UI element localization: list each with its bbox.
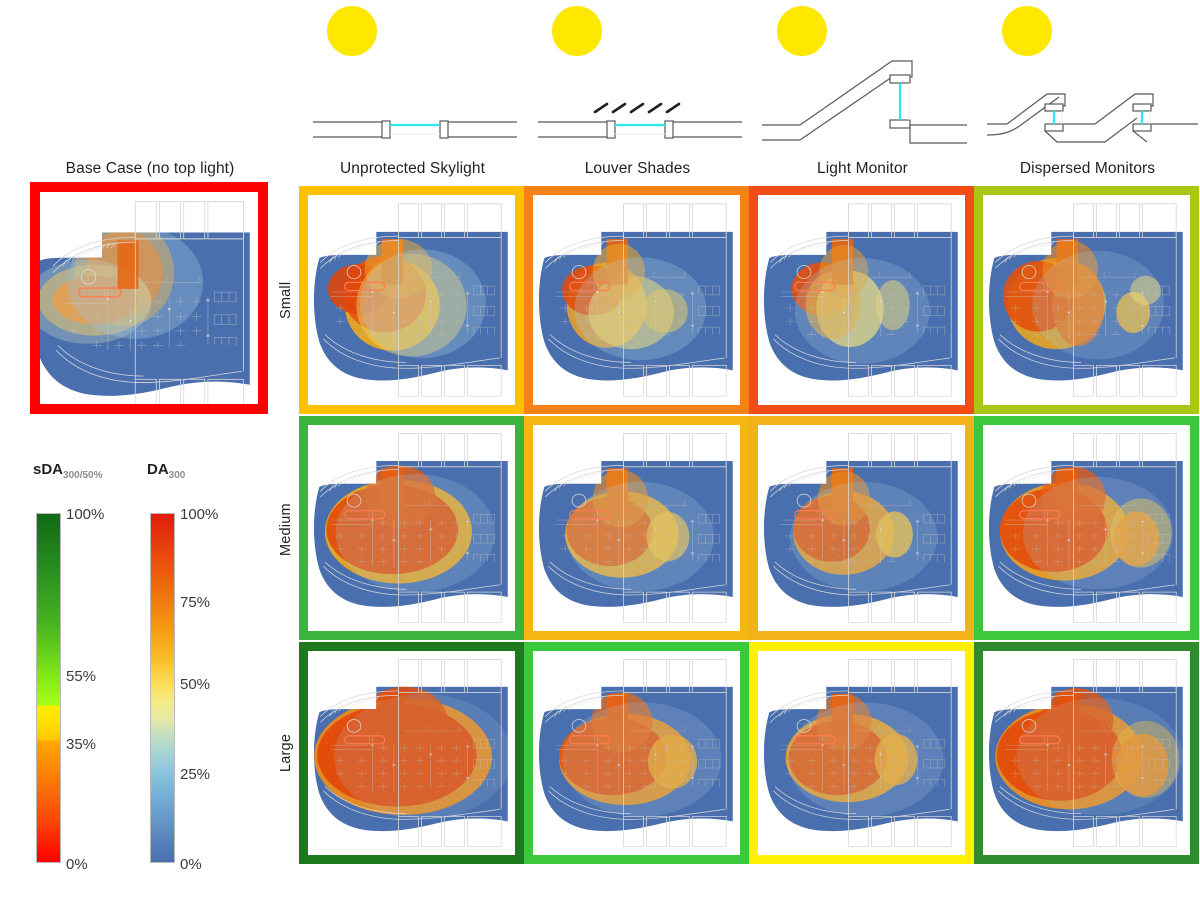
legend-sda-tick-55: 55% — [66, 668, 97, 685]
matrix-cell-small-dispersed-monitors[interactable] — [974, 186, 1199, 414]
legend-title-da: DA300 — [147, 461, 186, 481]
matrix-cell-medium-unprotected-skylight[interactable] — [299, 416, 524, 640]
legend-colorbar-da — [150, 513, 175, 863]
legend-da-name: DA — [147, 461, 169, 478]
floor-plan-heatmap — [983, 651, 1190, 855]
base-case-panel[interactable] — [30, 182, 268, 414]
legend-sda-subscript: 300/50% — [63, 470, 103, 481]
louver-shades-section-icon — [535, 98, 745, 146]
matrix-cell-large-light-monitor[interactable] — [749, 642, 974, 864]
matrix-cell-large-louver-shades[interactable] — [524, 642, 749, 864]
column-header-label: Dispersed Monitors — [1019, 160, 1156, 177]
floor-plan-heatmap — [758, 195, 965, 405]
dispersed-monitors-section-icon — [985, 82, 1200, 148]
matrix-cell-medium-louver-shades[interactable] — [524, 416, 749, 640]
row-header-label: Medium — [278, 503, 294, 557]
sun-icon-col-4 — [1002, 6, 1052, 56]
floor-plan-heatmap-base-case — [40, 192, 258, 404]
row-header-large: Large — [278, 642, 294, 864]
legend-sda-name: sDA — [33, 461, 64, 478]
legend-da-subscript: 300 — [168, 470, 186, 481]
floor-plan-heatmap — [533, 195, 740, 405]
floor-plan-heatmap — [308, 425, 515, 631]
column-header-label: Unprotected Skylight — [339, 160, 486, 177]
legend-da-tick-75: 75% — [180, 594, 211, 611]
floor-plan-heatmap — [758, 651, 965, 855]
sun-icon-col-3 — [777, 6, 827, 56]
row-header-medium: Medium — [278, 418, 294, 642]
row-header-small: Small — [278, 186, 294, 414]
floor-plan-heatmap — [308, 651, 515, 855]
matrix-cell-medium-light-monitor[interactable] — [749, 416, 974, 640]
light-monitor-section-icon — [760, 55, 970, 147]
legend-title-sda: sDA300/50% — [33, 461, 103, 481]
matrix-cell-small-unprotected-skylight[interactable] — [299, 186, 524, 414]
column-header-label: Light Monitor — [817, 160, 908, 177]
floor-plan-heatmap — [758, 425, 965, 631]
legend-colorbar-sda — [36, 513, 61, 863]
floor-plan-heatmap — [983, 195, 1190, 405]
column-header-louver-shades: Louver Shades — [525, 160, 750, 178]
column-header-label: Louver Shades — [584, 160, 691, 177]
legend-sda-tick-35: 35% — [66, 736, 97, 753]
column-header-light-monitor: Light Monitor — [750, 160, 975, 178]
floor-plan-heatmap — [533, 425, 740, 631]
row-header-label: Large — [278, 733, 294, 773]
matrix-cell-large-dispersed-monitors[interactable] — [974, 642, 1199, 864]
legend-sda-tick-100: 100% — [66, 506, 105, 523]
matrix-cell-medium-dispersed-monitors[interactable] — [974, 416, 1199, 640]
legend-sda-tick-0: 0% — [66, 856, 88, 873]
floor-plan-heatmap — [308, 195, 515, 405]
legend-da-tick-100: 100% — [180, 506, 219, 523]
skylight-section-icon — [310, 112, 520, 146]
sun-icon-col-1 — [327, 6, 377, 56]
sun-icon-col-2 — [552, 6, 602, 56]
legend-da-tick-50: 50% — [180, 676, 211, 693]
column-header-unprotected-skylight: Unprotected Skylight — [300, 160, 525, 178]
matrix-cell-small-louver-shades[interactable] — [524, 186, 749, 414]
floor-plan-heatmap — [533, 651, 740, 855]
row-header-label: Small — [278, 281, 294, 319]
legend-da-tick-0: 0% — [180, 856, 202, 873]
legend-da-tick-25: 25% — [180, 766, 211, 783]
floor-plan-heatmap — [983, 425, 1190, 631]
matrix-cell-large-unprotected-skylight[interactable] — [299, 642, 524, 864]
base-case-caption: Base Case (no top light) — [20, 160, 280, 178]
base-case-label: Base Case (no top light) — [65, 160, 235, 177]
column-header-dispersed-monitors: Dispersed Monitors — [975, 160, 1200, 178]
matrix-cell-small-light-monitor[interactable] — [749, 186, 974, 414]
